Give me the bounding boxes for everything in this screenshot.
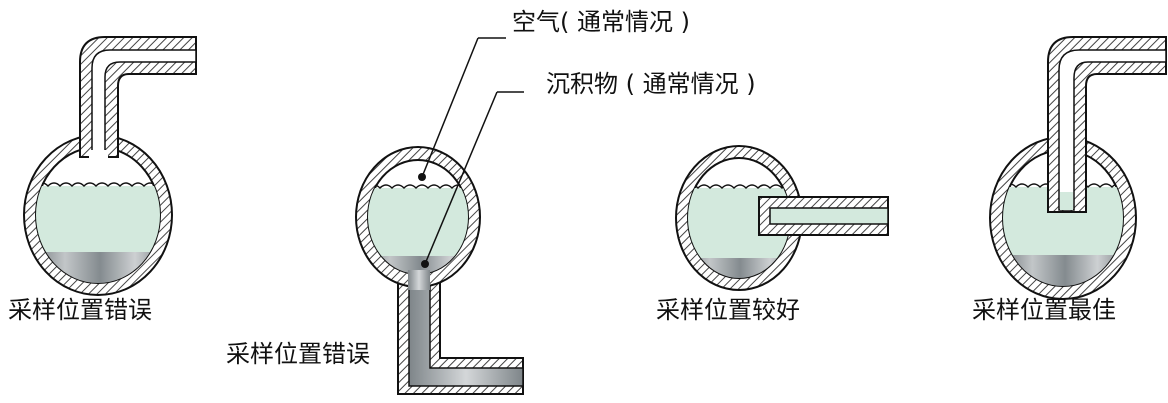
pipe-3 bbox=[758, 196, 889, 236]
liquid-surface bbox=[36, 182, 160, 188]
vessel-1 bbox=[23, 134, 173, 296]
diagram-2-wrong: 采样位置错误 bbox=[226, 146, 524, 395]
annotation-air-text: 空气( 通常情况 ) bbox=[512, 8, 690, 36]
annotation-sediment: 沉积物 ( 通常情况 ) bbox=[421, 70, 756, 268]
vessel-4 bbox=[989, 136, 1137, 300]
liquid bbox=[36, 186, 160, 252]
annotation-air: 空气( 通常情况 ) bbox=[418, 8, 690, 181]
diagram-1-wrong: 采样位置错误 bbox=[8, 36, 197, 324]
pipe-1 bbox=[79, 36, 197, 160]
liquid-surface bbox=[688, 184, 790, 190]
pipe-4 bbox=[1047, 36, 1167, 213]
caption-3: 采样位置较好 bbox=[656, 296, 800, 324]
vessel-2 bbox=[355, 146, 481, 290]
caption-2: 采样位置错误 bbox=[226, 340, 370, 368]
caption-1: 采样位置错误 bbox=[8, 296, 152, 324]
diagram-3-better: 采样位置较好 bbox=[656, 145, 889, 324]
annotation-sediment-text: 沉积物 ( 通常情况 ) bbox=[546, 70, 756, 98]
caption-4: 采样位置最佳 bbox=[972, 296, 1116, 324]
diagram-4-best: 采样位置最佳 bbox=[972, 36, 1167, 324]
